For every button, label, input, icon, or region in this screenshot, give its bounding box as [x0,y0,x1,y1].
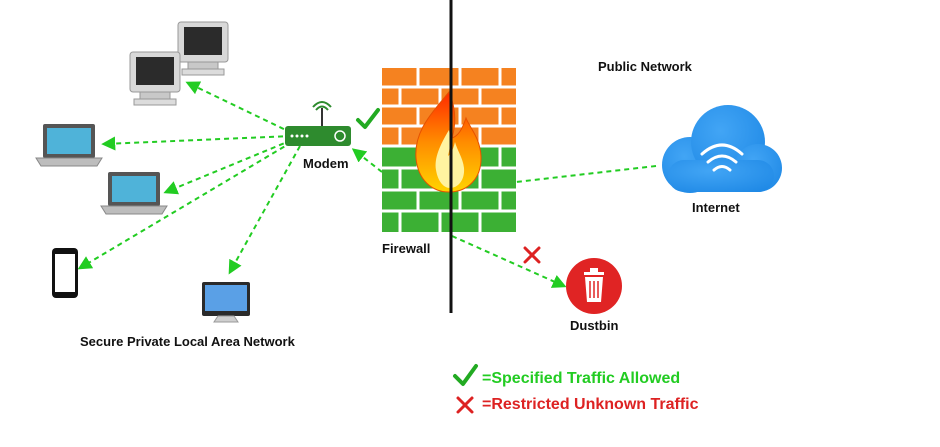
firewall-label: Firewall [382,241,431,256]
desktop-computer-icon [129,21,229,106]
x-mark-icon [523,246,541,264]
firewall-icon [382,68,516,232]
laptop-icon [35,124,103,167]
laptop-icon [100,172,168,215]
legend-allowed-text: =Specified Traffic Allowed [482,370,681,387]
legend-restricted: =Restricted Unknown Traffic [482,396,699,414]
checkmark-icon [356,108,380,129]
x-mark-icon [456,396,474,414]
link-firewall-dustbin [451,235,567,288]
internet-label: Internet [692,200,740,215]
link-modem-laptop-1 [101,135,293,151]
smartphone-icon [52,248,78,298]
connections [77,81,657,288]
legend-allowed: =Specified Traffic Allowed [482,370,680,388]
legend-restricted-text: =Restricted Unknown Traffic [482,396,699,413]
dustbin-label: Dustbin [570,318,619,333]
cloud-icon [662,105,782,193]
public-network-label: Public Network [598,59,692,74]
link-modem-desktop [185,81,293,134]
link-internet-firewall [515,165,657,183]
checkmark-icon [453,364,478,386]
monitor-icon [202,282,250,323]
trash-icon [566,258,622,314]
lan-label: Secure Private Local Area Network [80,334,295,349]
link-modem-imac [228,145,301,275]
link-firewall-modem [351,148,383,173]
router-icon [285,101,351,146]
modem-label: Modem [303,156,349,171]
link-modem-laptop-2 [163,139,293,195]
